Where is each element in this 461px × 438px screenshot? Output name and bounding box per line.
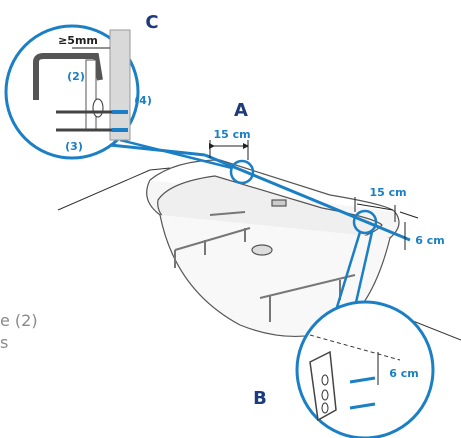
label-c: C [145,12,158,33]
dim-b-height: 6 cm [389,367,418,380]
label-a: A [234,100,248,121]
label-b: B [253,388,267,409]
dimension-markers [209,140,419,250]
dim-c-gap: ≥5mm [58,34,98,47]
dim-a-offset: 15 cm [213,128,250,141]
dim-right-offset: 15 cm [369,186,406,199]
side-text-line1: e (2) [0,311,38,330]
dim-height-right: 6 cm [415,234,444,247]
detail-c [4,24,140,160]
callout-2: (2) [67,70,85,83]
callout-4: (4) [134,94,152,107]
callout-3: (3) [65,140,83,153]
detail-b [295,300,435,438]
rail-detail-circles [229,159,378,235]
side-text-line2: s [0,333,8,352]
